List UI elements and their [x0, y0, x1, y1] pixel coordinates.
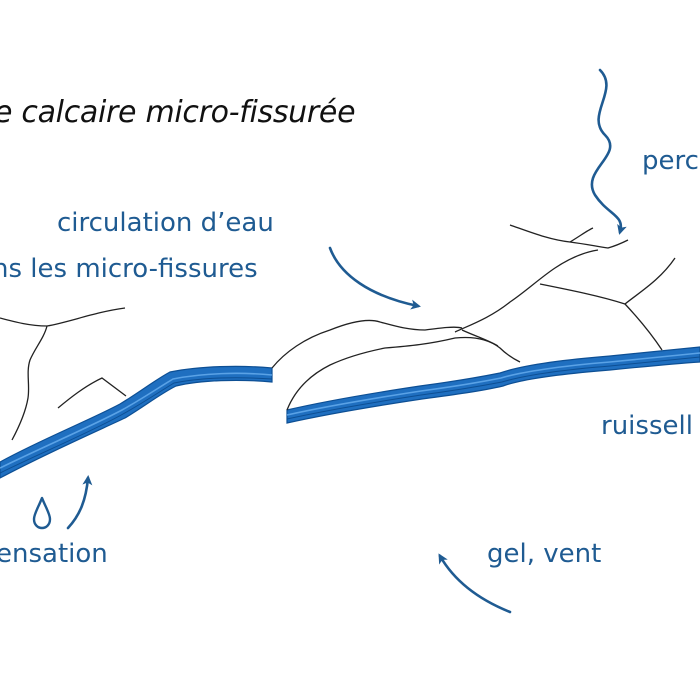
left-rock-surface [0, 365, 273, 479]
gel-vent-arrow [438, 553, 512, 614]
percolation-arrow [590, 68, 627, 235]
gel-vent-label: gel, vent [487, 539, 602, 569]
circulation-label-line2: ns les micro-fissures [0, 254, 258, 284]
process-arrows [66, 68, 627, 614]
right-rock-surface [286, 346, 700, 424]
micro-fissures [0, 224, 676, 441]
ruissellement-label: ruissell [601, 411, 693, 441]
condensation-arrow [66, 475, 93, 530]
percolation-label: perc [642, 146, 699, 176]
circulation-arrow [328, 246, 421, 310]
water-drop-icon [32, 496, 52, 530]
diagram-title: e calcaire micro-fissurée [0, 95, 356, 130]
circulation-label-line1: circulation d’eau [57, 208, 274, 238]
condensation-label: ensation [0, 539, 108, 569]
